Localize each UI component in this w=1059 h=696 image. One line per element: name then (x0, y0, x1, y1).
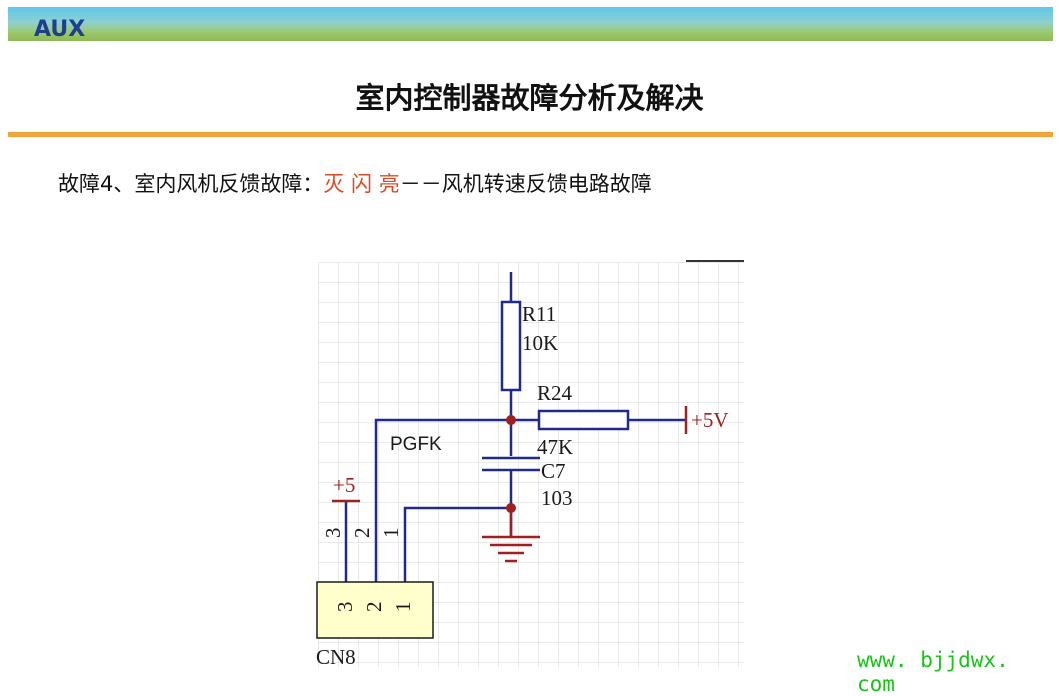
r24-value: 47K (537, 435, 573, 459)
connector-cn8-label: CN8 (316, 645, 356, 669)
pin-label-2-outer: 2 (350, 528, 374, 539)
pin-label-1-inner: 1 (391, 602, 415, 613)
ground-symbol (482, 510, 540, 563)
header-gradient-bar (8, 7, 1053, 41)
website-link[interactable]: www. bjjdwx. com (857, 648, 1009, 696)
fault-indicator: 灭 闪 亮 (323, 172, 400, 196)
aux-logo: AUX (34, 17, 86, 42)
c7-name: C7 (541, 459, 566, 483)
net-label-pgfk: PGFK (390, 434, 442, 455)
pin-label-1-outer: 1 (379, 528, 403, 539)
pin-label-3-inner: 3 (333, 602, 357, 613)
r11-value: 10K (522, 331, 558, 355)
c7-value: 103 (541, 486, 573, 510)
r24-name: R24 (537, 381, 573, 405)
connector-cn8 (316, 581, 434, 639)
supply-5-label: +5 (333, 473, 355, 497)
fault-prefix: 故障4、室内风机反馈故障： (58, 172, 324, 196)
junction-node-top (506, 415, 516, 425)
title-divider (8, 132, 1053, 137)
junction-node-bottom (506, 503, 516, 513)
fault-description: 故障4、室内风机反馈故障：灭 闪 亮－－风机转速反馈电路故障 (58, 168, 652, 198)
schematic-diagram: R11 10K R24 47K C7 103 PGFK +5V +5 CN8 3… (316, 260, 744, 669)
supply-5v-label: +5V (691, 408, 729, 432)
resistor-r11 (500, 300, 522, 392)
r11-name: R11 (522, 302, 556, 326)
pin-label-3-outer: 3 (321, 528, 345, 539)
resistor-r24 (537, 409, 630, 431)
fault-suffix: －－风机转速反馈电路故障 (399, 172, 652, 196)
page-title: 室内控制器故障分析及解决 (355, 81, 704, 115)
pin-label-2-inner: 2 (362, 602, 386, 613)
